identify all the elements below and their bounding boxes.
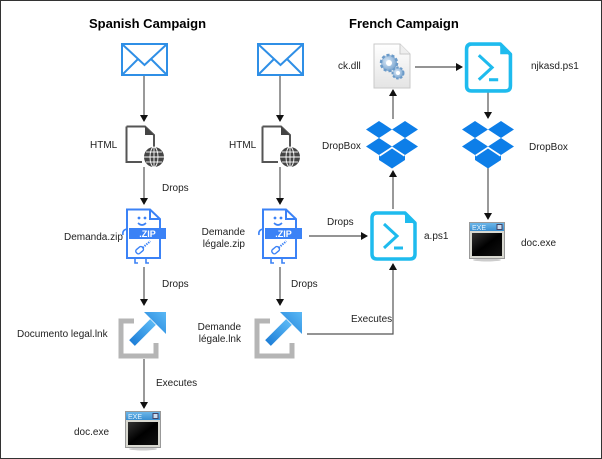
french-njkasd-label: njkasd.ps1 [531,61,579,72]
html-file-icon [125,125,164,168]
french-html-label: HTML [229,140,257,151]
spanish-lnk-label: Documento legal.lnk [17,329,108,340]
dropbox-icon [366,121,418,169]
french-campaign-title: French Campaign [349,16,459,31]
french-dropbox1-label: DropBox [322,141,361,152]
french-lnk-label: Demande légale.lnk [191,322,241,346]
html-file-icon [261,125,300,168]
french-zip-label-line1: Demande [201,227,245,238]
spanish-exe-label: doc.exe [74,427,110,438]
powershell-script-icon [370,211,417,261]
email-icon [257,43,304,76]
french-drops-lnk-label: Drops [291,279,318,290]
spanish-campaign-title: Spanish Campaign [89,16,207,31]
shortcut-lnk-icon [118,312,166,359]
dll-file-icon [373,43,411,89]
shortcut-lnk-icon [254,312,302,359]
edge-fr-lnk-aps1 [307,263,397,335]
french-lnk-label-line2: légale.lnk [198,334,241,345]
french-aps1-label: a.ps1 [424,231,449,242]
powershell-script-icon [464,42,513,93]
spanish-drops-label-1: Drops [162,183,189,194]
email-icon [121,43,168,76]
french-dropbox2-label: DropBox [529,142,568,153]
french-executes-label: Executes [351,314,393,325]
spanish-drops-label-2: Drops [162,279,189,290]
french-exe-label: doc.exe [521,238,557,249]
svg-text:.ZIP: .ZIP [139,229,156,239]
svg-text:EXE: EXE [128,414,142,421]
exe-file-icon: EXE [469,222,505,262]
exe-file-icon: EXE [125,411,161,451]
french-dll-label: ck.dll [338,61,361,72]
french-zip-label: Demande légale.zip [197,227,245,251]
zip-file-icon: .ZIP [258,208,302,264]
french-zip-label-line2: légale.zip [202,239,245,250]
svg-text:.ZIP: .ZIP [275,229,292,239]
spanish-executes-label: Executes [156,378,198,389]
spanish-zip-label: Demanda.zip [64,232,123,243]
spanish-html-label: HTML [90,140,118,151]
zip-file-icon: .ZIP [122,208,166,264]
french-lnk-label-line1: Demande [197,322,241,333]
dropbox-icon [462,121,514,169]
french-drops-ps1-label: Drops [327,217,354,228]
svg-text:EXE: EXE [472,225,486,232]
